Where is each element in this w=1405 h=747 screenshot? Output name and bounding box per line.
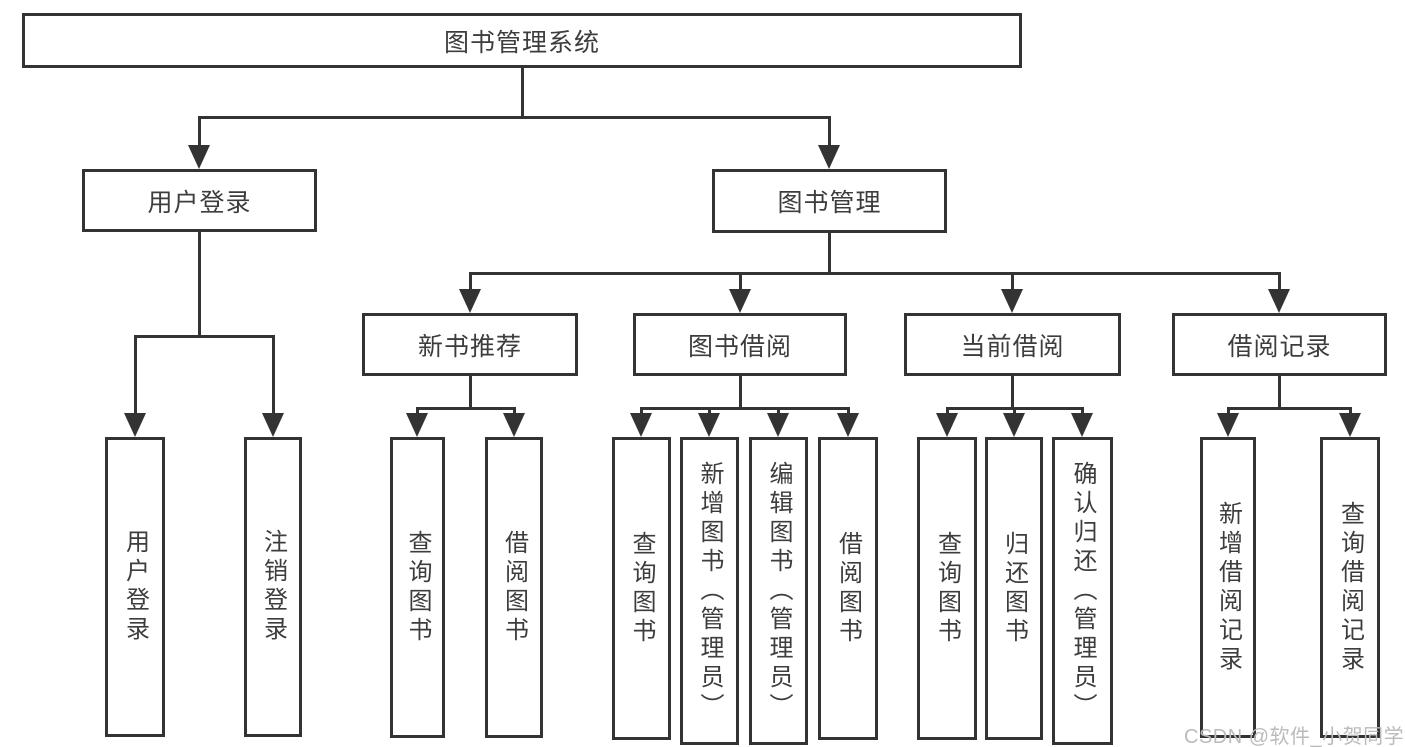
arrowhead-down-icon: [1003, 413, 1025, 437]
arrow-shaft: [1277, 273, 1281, 297]
connector-line: [738, 376, 742, 408]
node-leaf-add-books-admin: 新增图书（管理员）: [680, 437, 739, 745]
node-label: 编辑图书（管理员）: [765, 460, 792, 722]
arrowhead-down-icon: [1217, 413, 1239, 437]
node-user-login: 用户登录: [82, 169, 317, 232]
arrowhead-down-icon: [818, 145, 840, 169]
arrowhead-down-icon: [262, 413, 284, 437]
arrowhead-down-icon: [837, 413, 859, 437]
connector-line: [639, 406, 850, 410]
node-label: 查询图书: [628, 530, 655, 647]
node-label: 用户登录: [121, 529, 149, 645]
connector-line: [468, 271, 1281, 275]
node-label: 注销登录: [259, 529, 287, 645]
csdn-watermark: CSDN @软件_小贺同学: [1184, 726, 1405, 747]
node-leaf-borrow-books-1: 借阅图书: [485, 437, 543, 738]
node-label: 借阅图书: [834, 530, 862, 647]
node-leaf-add-borrow-record: 新增借阅记录: [1200, 437, 1256, 738]
connector-line: [468, 376, 472, 408]
arrowhead-down-icon: [1071, 413, 1093, 437]
node-label: 新增图书（管理员）: [696, 460, 723, 722]
connector-line: [1010, 376, 1014, 408]
node-label: 新增借阅记录: [1214, 500, 1242, 675]
arrowhead-down-icon: [1268, 289, 1290, 313]
node-label: 归还图书: [1000, 530, 1028, 647]
node-label: 确认归还（管理员）: [1069, 460, 1096, 722]
arrow-shaft: [1010, 273, 1014, 297]
node-leaf-user-login: 用户登录: [105, 437, 165, 737]
node-leaf-return-books: 归还图书: [985, 437, 1043, 740]
node-book-management: 图书管理: [712, 169, 947, 233]
node-leaf-confirm-return-admin: 确认归还（管理员）: [1052, 437, 1113, 745]
arrow-shaft: [133, 336, 137, 421]
node-label: 查询借阅记录: [1336, 500, 1364, 675]
connector-line: [197, 232, 201, 336]
node-label: 图书管理系统: [443, 28, 600, 57]
node-label: 当前借阅: [960, 332, 1065, 361]
node-leaf-logout: 注销登录: [244, 437, 302, 737]
connector-line: [415, 406, 516, 410]
arrowhead-down-icon: [1339, 413, 1361, 437]
arrowhead-down-icon: [188, 145, 210, 169]
arrowhead-down-icon: [698, 413, 720, 437]
node-current-borrowing: 当前借阅: [904, 313, 1121, 376]
arrow-shaft: [271, 336, 275, 421]
node-new-book-recommend: 新书推荐: [362, 313, 578, 376]
node-book-borrowing: 图书借阅: [633, 313, 847, 376]
connector-line: [827, 233, 831, 273]
arrow-shaft: [197, 117, 201, 153]
arrow-shaft: [738, 273, 742, 297]
connector-line: [1277, 376, 1281, 408]
node-label: 图书管理: [777, 189, 882, 217]
node-label: 查询图书: [404, 529, 431, 646]
node-label: 新书推荐: [417, 332, 522, 361]
arrow-shaft: [827, 117, 831, 153]
arrowhead-down-icon: [729, 289, 751, 313]
arrowhead-down-icon: [459, 289, 481, 313]
node-label: 用户登录: [147, 188, 252, 217]
arrowhead-down-icon: [630, 413, 652, 437]
arrowhead-down-icon: [767, 413, 789, 437]
node-borrowing-records: 借阅记录: [1172, 313, 1387, 376]
arrowhead-down-icon: [1001, 289, 1023, 313]
node-label: 图书借阅: [687, 332, 792, 361]
node-system: 图书管理系统: [22, 13, 1022, 68]
connector-line: [520, 68, 524, 117]
node-leaf-edit-books-admin: 编辑图书（管理员）: [749, 437, 808, 745]
connector-line: [133, 334, 275, 338]
node-leaf-query-books-3: 查询图书: [917, 437, 977, 740]
node-leaf-query-books-2: 查询图书: [612, 437, 671, 740]
arrowhead-down-icon: [936, 413, 958, 437]
node-leaf-query-books-1: 查询图书: [390, 437, 445, 738]
node-leaf-query-borrow-record: 查询借阅记录: [1320, 437, 1380, 738]
connector-line: [1226, 406, 1352, 410]
arrowhead-down-icon: [503, 413, 525, 437]
node-label: 借阅图书: [500, 529, 528, 646]
node-leaf-borrow-books-2: 借阅图书: [818, 437, 878, 740]
arrowhead-down-icon: [406, 413, 428, 437]
node-label: 借阅记录: [1227, 332, 1332, 361]
node-label: 查询图书: [933, 530, 961, 647]
arrowhead-down-icon: [124, 413, 146, 437]
connector-line: [197, 115, 831, 119]
arrow-shaft: [468, 273, 472, 297]
